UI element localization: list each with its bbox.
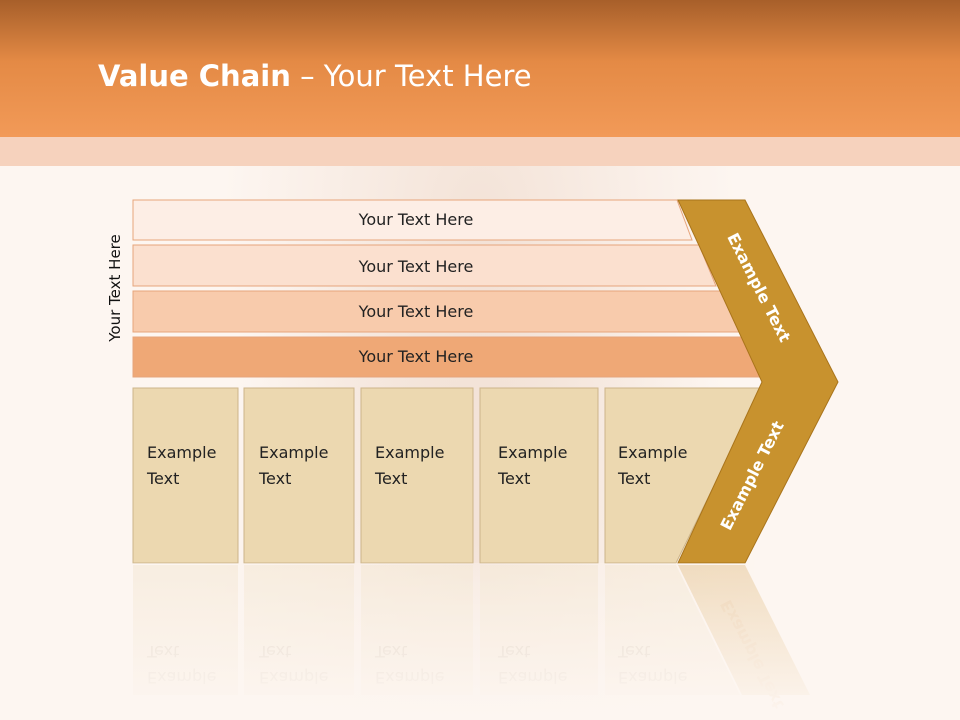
column-3-box — [360, 387, 474, 564]
row-2-shape — [132, 244, 717, 287]
row-4: Your Text Here — [132, 336, 764, 378]
column-1-line1: Example — [147, 443, 216, 462]
column-2-box — [243, 387, 355, 564]
column-4-line2: Text — [497, 469, 530, 488]
column-3: Example Text — [360, 387, 474, 564]
header-bar — [0, 0, 960, 137]
reflection-fade — [120, 563, 860, 720]
column-1-box — [132, 387, 239, 564]
row-3: Your Text Here — [132, 290, 741, 333]
column-4: Example Text — [479, 387, 599, 564]
title-bold: Value Chain — [98, 59, 291, 93]
column-2-line1: Example — [259, 443, 328, 462]
row-1: Your Text Here — [132, 199, 693, 241]
row-3-label: Your Text Here — [358, 302, 474, 321]
column-3-line2: Text — [374, 469, 407, 488]
page-title: Value Chain – Your Text Here — [98, 56, 532, 96]
column-2: Example Text — [243, 387, 355, 564]
column-3-line1: Example — [375, 443, 444, 462]
title-rest: – Your Text Here — [290, 59, 532, 93]
row-1-shape — [132, 199, 693, 241]
column-4-line1: Example — [498, 443, 567, 462]
column-5-line2: Text — [617, 469, 650, 488]
column-1-line2: Text — [146, 469, 179, 488]
header-band — [0, 137, 960, 166]
column-4-box — [479, 387, 599, 564]
column-2-line2: Text — [258, 469, 291, 488]
row-2-label: Your Text Here — [358, 257, 474, 276]
column-1: Example Text — [132, 387, 239, 564]
row-4-label: Your Text Here — [358, 347, 474, 366]
row-2: Your Text Here — [132, 244, 717, 287]
row-1-label: Your Text Here — [358, 210, 474, 229]
column-5-line1: Example — [618, 443, 687, 462]
